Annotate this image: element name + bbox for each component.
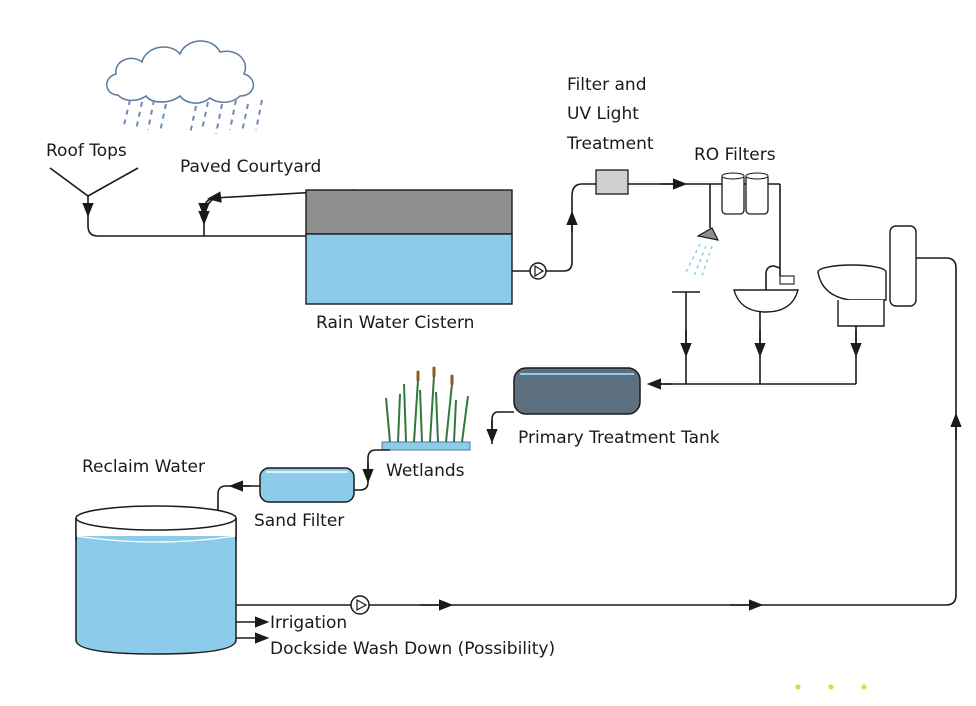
tank-to-wetlands-pipe xyxy=(491,411,514,444)
decorative-dot xyxy=(861,684,867,690)
label-reclaim-water: Reclaim Water xyxy=(82,457,205,477)
reclaim-water-tank xyxy=(75,505,237,655)
rain-cloud-icon xyxy=(106,40,254,104)
label-sand-filter: Sand Filter xyxy=(254,511,344,531)
label-roof-tops: Roof Tops xyxy=(46,141,127,161)
rain-water-cistern xyxy=(305,189,513,305)
pump-icon xyxy=(512,262,547,280)
label-primary-treatment-tank: Primary Treatment Tank xyxy=(518,428,720,448)
pump-icon xyxy=(350,595,370,615)
roof-collection-pipe xyxy=(87,208,306,237)
wetlands-to-sandfilter-pipe xyxy=(354,449,390,491)
label-filter-uv-1: Filter and xyxy=(567,75,647,95)
filter-uv-unit xyxy=(595,169,629,195)
label-paved-courtyard: Paved Courtyard xyxy=(180,157,321,177)
primary-treatment-tank xyxy=(513,367,641,415)
label-wetlands: Wetlands xyxy=(386,461,465,481)
sand-filter xyxy=(259,467,355,503)
label-ro-filters: RO Filters xyxy=(694,145,776,165)
sandfilter-to-reclaim-pipe xyxy=(217,485,260,528)
wetlands-icon xyxy=(381,366,471,451)
shower-head-icon xyxy=(672,227,720,293)
sink-icon xyxy=(733,265,799,313)
courtyard-arrow xyxy=(198,199,213,226)
rain-drops-icon xyxy=(123,99,263,135)
ro-filters-icon xyxy=(721,172,769,215)
cistern-to-filter-pipe xyxy=(546,183,596,272)
label-rain-water-cistern: Rain Water Cistern xyxy=(316,313,474,333)
toilet-icon xyxy=(817,225,917,327)
label-irrigation: Irrigation xyxy=(270,613,347,633)
label-filter-uv-3: Treatment xyxy=(566,134,654,154)
label-filter-uv-2: UV Light xyxy=(567,104,639,124)
decorative-dot xyxy=(795,684,801,690)
label-dockside-wash-down: Dockside Wash Down (Possibility) xyxy=(270,639,555,659)
decorative-dot xyxy=(828,684,834,690)
roof-funnel-icon xyxy=(49,167,139,218)
